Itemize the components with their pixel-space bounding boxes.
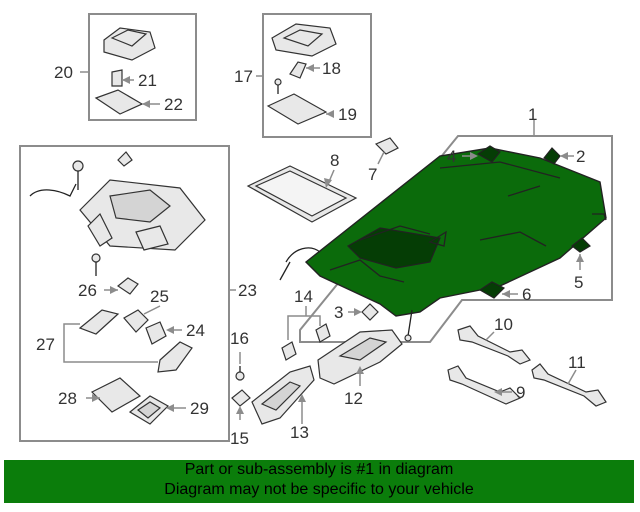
trim-part-27[interactable] [78,309,120,335]
callout-13: 13 [290,423,309,442]
callout-14: 14 [294,287,313,306]
callout-2: 2 [576,147,585,166]
callout-3: 3 [334,303,343,322]
callout-24: 24 [186,321,205,340]
sunroof-panel-part-8[interactable] [246,165,358,223]
bezel-part-27b[interactable] [157,341,193,373]
callout-20: 20 [54,63,73,82]
callout-1: 1 [528,105,537,124]
callout-15: 15 [230,429,249,448]
group-box-17 [256,13,372,138]
bracket-part-6[interactable] [478,281,518,299]
callout-6: 6 [522,285,531,304]
callout-16: 16 [230,329,249,348]
banner-line-1: Part or sub-assembly is #1 in diagram [184,461,454,478]
callout-18: 18 [322,59,341,78]
screw-part-16[interactable] [235,352,245,381]
banner-line-2: Diagram may not be specific to your vehi… [164,481,474,498]
pad-part-28[interactable] [90,377,142,413]
bulb-part-18[interactable] [289,61,307,79]
clip-part-14[interactable] [281,306,331,361]
parts-diagram: 1 2 3 4 5 6 7 8 9 10 11 12 13 14 15 16 1… [19,13,613,448]
callout-21: 21 [138,71,157,90]
console-part-23[interactable] [29,151,206,276]
handle-part-11[interactable] [531,363,607,407]
clip-part-24[interactable] [145,321,167,345]
clip-part-4[interactable] [462,145,501,163]
sunvisor-part-12[interactable] [317,329,403,386]
group-box-1 [299,120,613,343]
callout-17: 17 [234,67,253,86]
callout-10: 10 [494,315,513,334]
callout-22: 22 [164,95,183,114]
callout-23: 23 [238,281,257,300]
holder-part-29[interactable] [128,395,169,425]
callout-8: 8 [330,151,339,170]
handle-part-10[interactable] [457,325,531,365]
cap-part-26[interactable] [116,277,139,295]
callout-7: 7 [368,165,377,184]
callout-28: 28 [58,389,77,408]
handle-part-9[interactable] [447,365,522,405]
callout-4: 4 [447,147,456,166]
info-banner: Part or sub-assembly is #1 in diagram Di… [4,460,634,503]
fastener-part-2[interactable] [543,147,574,165]
callout-29: 29 [190,399,209,418]
callout-27: 27 [36,335,55,354]
bracket-part-25[interactable] [123,309,149,333]
sunvisor-part-13[interactable] [251,365,315,425]
lens-part-22[interactable] [94,89,144,115]
clip-part-21[interactable] [111,69,123,87]
group-box-20 [80,13,197,121]
clip-part-5[interactable] [571,237,591,270]
bracket-part-20[interactable] [103,27,156,61]
callout-19: 19 [338,105,357,124]
lamp-part-17[interactable] [271,23,337,57]
headliner-part-1[interactable] [279,147,607,342]
callout-5: 5 [574,273,583,292]
callout-12: 12 [344,389,363,408]
clip-part-3[interactable] [348,303,379,321]
lens-part-19[interactable] [266,93,328,125]
callout-25: 25 [150,287,169,306]
cover-part-15[interactable] [231,389,251,420]
clip-part-7[interactable] [374,137,399,165]
callout-11: 11 [568,353,586,372]
callout-26: 26 [78,281,97,300]
group-box-23 [19,145,236,442]
callout-9: 9 [516,383,525,402]
screw-part-small[interactable] [274,78,282,94]
